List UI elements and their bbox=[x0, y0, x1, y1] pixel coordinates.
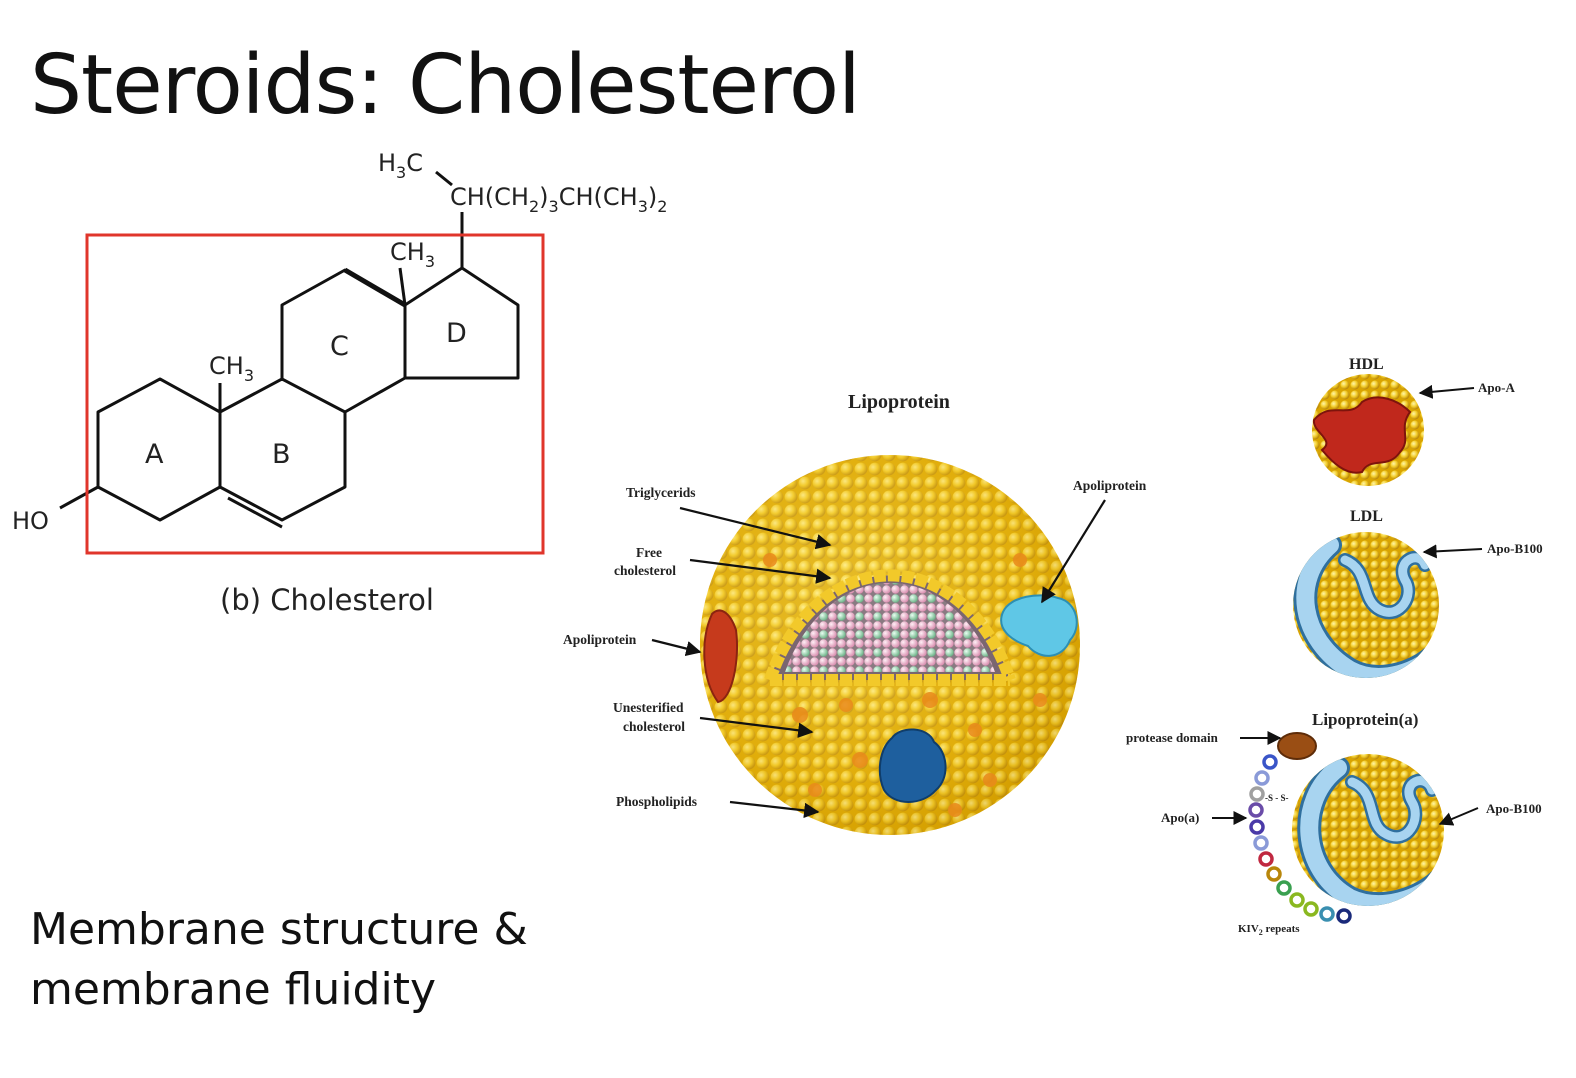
hdl-apo-a bbox=[1312, 396, 1412, 474]
label-phospholipids: Phospholipids bbox=[616, 794, 697, 809]
arrow-phospholipids bbox=[729, 800, 820, 819]
h3c-label: H3C bbox=[378, 149, 423, 182]
side-chain-label: CH(CH2)3CH(CH3)2 bbox=[450, 183, 667, 216]
wedge-bond bbox=[343, 267, 407, 308]
lipoprotein-labels: Triglycerids Free cholesterol Apoliprote… bbox=[563, 478, 1147, 809]
apo-b100-lpa-arrow bbox=[1438, 807, 1479, 826]
apo-a-small-label: Apo(a) bbox=[1161, 810, 1199, 825]
ldl-particle: LDL Apo-B100 bbox=[1293, 508, 1543, 678]
label-unesterified-cholesterol: cholesterol bbox=[623, 719, 685, 734]
lpa-title: Lipoprotein(a) bbox=[1312, 710, 1418, 729]
hdl-title: HDL bbox=[1349, 356, 1384, 373]
structure-caption: (b) Cholesterol bbox=[220, 583, 434, 617]
apo-b100-ldl-label: Apo-B100 bbox=[1487, 541, 1543, 556]
ring-d bbox=[404, 266, 520, 380]
label-triglycerids: Triglycerids bbox=[626, 485, 695, 500]
label-apoliprotein-left: Apoliprotein bbox=[563, 632, 637, 647]
highlight-box bbox=[85, 233, 545, 555]
core-lipids bbox=[785, 582, 995, 672]
lpa-particle: Lipoprotein(a) protease domain Apo(a) -S… bbox=[1126, 710, 1542, 937]
methyl-bond-c bbox=[398, 267, 407, 306]
ring-label-c: C bbox=[330, 331, 349, 362]
apoliprotein-right bbox=[1000, 594, 1078, 657]
apo-a-arrow bbox=[1418, 384, 1475, 399]
label-unesterified: Unesterified bbox=[613, 700, 684, 715]
kiv-repeats-chain bbox=[1248, 754, 1352, 924]
apo-b100-lpa-label: Apo-B100 bbox=[1486, 801, 1542, 816]
kiv-repeats-label: KIV2 repeats bbox=[1238, 923, 1300, 937]
arrow-apoliprotein-left bbox=[651, 638, 702, 657]
cholesterol-structure bbox=[59, 170, 520, 529]
apo-b100-ldl-arrow bbox=[1422, 544, 1483, 559]
double-bond bbox=[227, 496, 283, 529]
ring-label-a: A bbox=[145, 439, 164, 470]
apoprotein-bottom bbox=[878, 728, 947, 803]
arrow-unesterified bbox=[699, 716, 814, 738]
label-apoliprotein-right: Apoliprotein bbox=[1073, 478, 1147, 493]
lipoprotein-diagram: Lipoprotein Triglycerids Free cholestero… bbox=[563, 391, 1147, 835]
arrow-apoliprotein-right bbox=[1041, 499, 1106, 604]
hydroxyl-label: HO bbox=[12, 507, 49, 535]
protease-domain bbox=[1277, 732, 1317, 760]
membrane-note: Membrane structure & membrane fluidity bbox=[30, 900, 528, 1020]
ring-label-d: D bbox=[446, 318, 467, 349]
ring-b bbox=[219, 377, 347, 522]
apo-a-label: Apo-A bbox=[1478, 380, 1515, 395]
lipoprotein-title: Lipoprotein bbox=[848, 391, 950, 413]
protease-domain-label: protease domain bbox=[1126, 730, 1219, 745]
label-free: Free bbox=[636, 545, 662, 560]
membrane-note-line2: membrane fluidity bbox=[30, 964, 436, 1015]
arrow-free-cholesterol bbox=[689, 558, 832, 584]
slide-title: Steroids: Cholesterol bbox=[30, 38, 861, 133]
ring-label-b: B bbox=[272, 439, 291, 470]
membrane-rim bbox=[764, 569, 1016, 682]
label-free-cholesterol: cholesterol bbox=[614, 563, 676, 578]
membrane-note-line1: Membrane structure & bbox=[30, 904, 528, 955]
lipoprotein-arrows bbox=[651, 499, 1106, 819]
hdl-particle: HDL Apo-A bbox=[1312, 356, 1515, 486]
disulfide-label: -S - S- bbox=[1265, 793, 1289, 803]
apoliprotein-left bbox=[703, 609, 739, 704]
ho-bond bbox=[59, 485, 99, 510]
ldl-title: LDL bbox=[1350, 508, 1383, 525]
structure-labels: A B C D HO CH3 CH3 H3C CH(CH2)3CH(CH3)2 … bbox=[12, 149, 667, 617]
h3c-bond bbox=[435, 170, 453, 187]
methyl-label-c: CH3 bbox=[390, 238, 435, 271]
arrow-triglycerids bbox=[679, 506, 832, 550]
methyl-label-a: CH3 bbox=[209, 352, 254, 385]
